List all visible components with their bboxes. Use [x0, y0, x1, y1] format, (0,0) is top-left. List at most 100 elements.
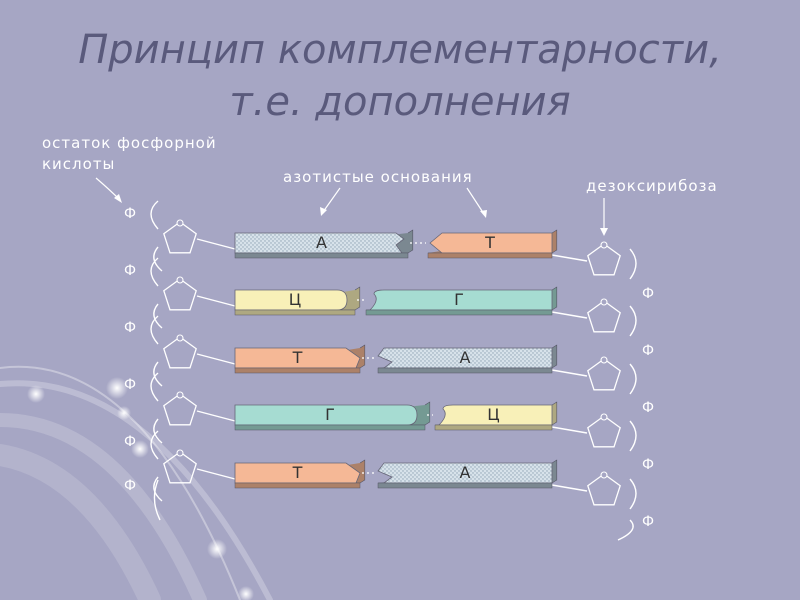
deoxyribose-ring: [163, 336, 197, 369]
left-phosphodiester-link: [153, 361, 163, 387]
label-deoxyribose: дезоксирибоза: [586, 177, 718, 195]
ring-oxygen: [600, 413, 608, 421]
left-backbone-tail: [153, 479, 161, 521]
ring-oxygen: [600, 356, 608, 364]
right-nucleotide-sugar: [587, 241, 621, 276]
annotation-arrowheads: [114, 194, 608, 236]
ring-oxygen: [176, 276, 184, 284]
annotation-arrows: [95, 177, 605, 230]
glycosidic-bond-left: [196, 353, 236, 365]
glycosidic-bond-right: [551, 369, 588, 377]
left-phosphodiester-link: [150, 430, 159, 460]
deoxyribose-ring: [163, 221, 197, 254]
left-nucleotide-sugar: [163, 334, 197, 369]
right-nucleotide-sugar: [587, 413, 621, 448]
left-nucleotide-sugar: [163, 276, 197, 311]
phosphate-symbol-right: Ф: [642, 286, 654, 302]
glycosidic-bond-right: [551, 484, 588, 492]
left-phosphodiester-link: [153, 246, 163, 272]
left-phosphodiester-link: [150, 372, 159, 402]
right-nucleotide-sugar: [587, 471, 621, 506]
base-left-5: Т: [234, 459, 366, 489]
phosphate-symbol-right: Ф: [642, 343, 654, 359]
phosphate-symbol-left: Ф: [124, 206, 136, 222]
label-phosphate-line-2: кислоты: [42, 155, 115, 173]
right-phosphodiester-link: [629, 363, 637, 395]
left-nucleotide-sugar: [163, 449, 197, 484]
base-pairs: А Т Ц Г Т А Г Ц Т А: [234, 229, 558, 489]
base-right-5: А: [377, 459, 558, 489]
glycosidic-bond-left: [196, 295, 236, 307]
ring-oxygen: [176, 219, 184, 227]
phosphate-symbol-right: Ф: [642, 514, 654, 530]
right-phosphodiester-link: [629, 305, 637, 337]
dna-backbones: [150, 200, 637, 541]
deoxyribose-ring: [587, 358, 621, 391]
glycosidic-bond-left: [196, 238, 236, 250]
deoxyribose-ring: [587, 243, 621, 276]
right-phosphodiester-link: [629, 478, 637, 510]
right-nucleotide-sugar: [587, 356, 621, 391]
phosphate-symbol-left: Ф: [124, 320, 136, 336]
label-phosphate-line-1: остаток фосфорной: [42, 134, 217, 152]
base-left-1: А: [234, 229, 414, 259]
glycosidic-bond-left: [196, 468, 236, 480]
right-backbone-tail: [617, 519, 634, 541]
glycosidic-bond-right: [551, 254, 588, 262]
base-letter: Г: [454, 290, 464, 309]
ring-oxygen: [600, 241, 608, 249]
base-left-2: Ц: [234, 286, 361, 316]
ring-oxygen: [176, 449, 184, 457]
decorative-sparkles: [27, 377, 254, 600]
ring-oxygen: [176, 391, 184, 399]
base-letter: А: [460, 463, 471, 482]
base-letter: Т: [292, 348, 303, 367]
ring-oxygen: [600, 471, 608, 479]
left-phosphodiester-link: [153, 418, 163, 444]
base-right-3: А: [377, 344, 558, 374]
left-nucleotide-sugar: [163, 391, 197, 426]
right-nucleotide-sugar: [587, 298, 621, 333]
base-right-2: Г: [365, 286, 558, 316]
right-phosphodiester-link: [629, 420, 637, 452]
phosphate-symbol-right: Ф: [642, 400, 654, 416]
right-phosphodiester-link: [629, 248, 637, 280]
base-letter: А: [460, 348, 471, 367]
slide-title-line-2: т.е. дополнения: [229, 79, 571, 125]
decorative-swoosh: [0, 365, 273, 600]
ring-oxygen: [600, 298, 608, 306]
left-phosphodiester-link: [150, 257, 159, 287]
left-phosphodiester-link: [150, 200, 159, 230]
deoxyribose-ring: [163, 278, 197, 311]
base-letter: Г: [325, 405, 335, 424]
phosphate-symbol-left: Ф: [124, 434, 136, 450]
base-letter: Ц: [487, 405, 499, 424]
left-phosphodiester-link: [150, 315, 159, 345]
base-right-4: Ц: [434, 401, 558, 431]
base-letter: Ц: [289, 290, 301, 309]
left-phosphodiester-link: [153, 303, 163, 329]
slide-title-line-1: Принцип комплементарности,: [78, 27, 722, 73]
phosphate-symbol-left: Ф: [124, 478, 136, 494]
base-letter: А: [316, 233, 327, 252]
deoxyribose-ring: [163, 393, 197, 426]
base-left-4: Г: [234, 401, 431, 431]
phosphate-symbol-left: Ф: [124, 263, 136, 279]
phosphate-symbol-right: Ф: [642, 457, 654, 473]
ring-oxygen: [176, 334, 184, 342]
base-letter: Т: [484, 233, 495, 252]
deoxyribose-ring: [587, 473, 621, 506]
base-left-3: Т: [234, 344, 366, 374]
glycosidic-bond-left: [196, 410, 236, 422]
base-letter: Т: [292, 463, 303, 482]
glycosidic-bond-right: [551, 426, 588, 434]
deoxyribose-ring: [587, 415, 621, 448]
left-nucleotide-sugar: [163, 219, 197, 254]
deoxyribose-ring: [587, 300, 621, 333]
label-nitrogen-bases: азотистые основания: [283, 168, 473, 186]
left-phosphodiester-link: [153, 476, 163, 502]
base-right-1: Т: [427, 229, 558, 259]
